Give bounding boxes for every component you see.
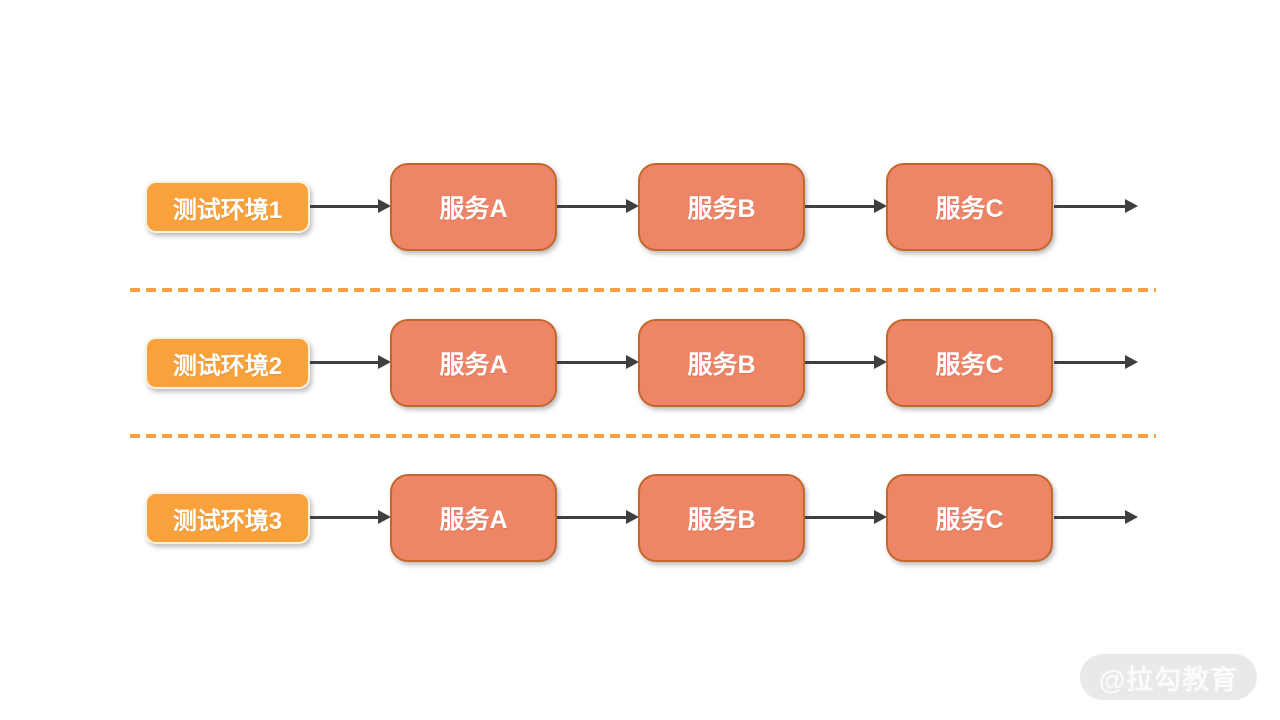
service-label: 服务A [439, 351, 508, 379]
service-box-b-row1: 服务B [638, 163, 805, 251]
right-arrow-icon [310, 199, 391, 213]
service-label: 服务A [439, 195, 508, 223]
service-box-a-row3: 服务A [390, 474, 557, 562]
right-arrow-icon [1054, 510, 1138, 524]
dashed-divider-line-1 [130, 288, 1156, 292]
right-arrow-icon [805, 355, 887, 369]
service-label: 服务C [935, 506, 1004, 534]
env-label-1: 测试环境1 [172, 196, 283, 224]
service-label: 服务C [935, 195, 1004, 223]
right-arrow-icon [805, 199, 887, 213]
service-box-c-row1: 服务C [886, 163, 1053, 251]
right-arrow-icon [805, 510, 887, 524]
right-arrow-icon [1054, 355, 1138, 369]
service-box-c-row3: 服务C [886, 474, 1053, 562]
right-arrow-icon [557, 355, 639, 369]
right-arrow-icon [310, 355, 391, 369]
service-box-c-row2: 服务C [886, 319, 1053, 407]
service-label: 服务B [687, 506, 756, 534]
env-label-2: 测试环境2 [172, 352, 283, 380]
right-arrow-icon [1054, 199, 1138, 213]
env-box-2: 测试环境2 [145, 337, 310, 389]
pipeline-row-env1: 测试环境1 服务A 服务B 服务C [0, 163, 1280, 251]
right-arrow-icon [557, 199, 639, 213]
service-label: 服务A [439, 506, 508, 534]
pipeline-row-env3: 测试环境3 服务A 服务B 服务C [0, 474, 1280, 562]
watermark-text: @拉勾教育 [1098, 664, 1239, 695]
service-box-a-row1: 服务A [390, 163, 557, 251]
env-box-1: 测试环境1 [145, 181, 310, 233]
right-arrow-icon [557, 510, 639, 524]
right-arrow-icon [310, 510, 391, 524]
service-box-a-row2: 服务A [390, 319, 557, 407]
service-label: 服务B [687, 351, 756, 379]
service-label: 服务C [935, 351, 1004, 379]
env-box-3: 测试环境3 [145, 492, 310, 544]
env-label-3: 测试环境3 [172, 507, 283, 535]
dashed-divider-line-2 [130, 434, 1156, 438]
watermark-badge: @拉勾教育 [1080, 654, 1257, 700]
service-box-b-row3: 服务B [638, 474, 805, 562]
service-box-b-row2: 服务B [638, 319, 805, 407]
pipeline-row-env2: 测试环境2 服务A 服务B 服务C [0, 319, 1280, 407]
service-label: 服务B [687, 195, 756, 223]
